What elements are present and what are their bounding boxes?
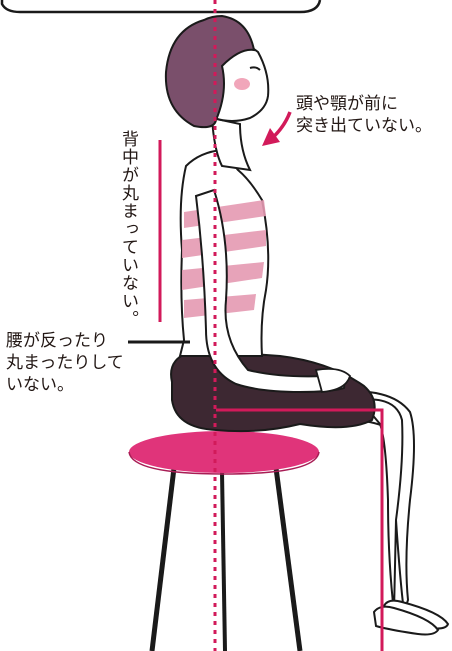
stool-leg	[152, 468, 174, 651]
stool	[129, 431, 319, 651]
legs	[342, 391, 448, 634]
back-annotation: 背中が丸まっていない。	[118, 130, 137, 328]
stool-seat	[129, 431, 319, 473]
waist-annotation: 腰が反ったり 丸まったりして いない。	[6, 330, 124, 396]
cheek-blush	[234, 78, 250, 90]
caption-box-edge	[2, 0, 320, 12]
annotation-line: 腰が反ったり	[6, 330, 124, 352]
head	[166, 16, 268, 127]
annotation-line: いない。	[6, 374, 124, 396]
head-annotation: 頭や顎が前に 突き出ていない。	[296, 93, 432, 137]
stool-leg	[222, 472, 225, 651]
annotation-line: 頭や顎が前に	[296, 93, 432, 115]
annotation-line: 丸まったりして	[6, 352, 124, 374]
stool-leg	[276, 468, 300, 651]
annotation-line: 突き出ていない。	[296, 115, 432, 137]
